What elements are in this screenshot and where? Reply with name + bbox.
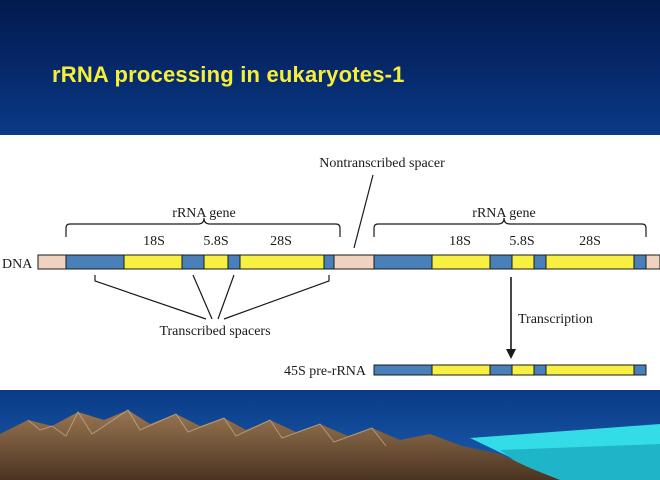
transcription-arrow-head <box>506 349 516 359</box>
transcribed-spacer-segment <box>227 254 241 270</box>
label-5-8s-right: 5.8S <box>509 234 534 249</box>
transcribed-spacer-segment <box>323 254 335 270</box>
label-28s-right: 28S <box>579 234 601 249</box>
dna-label: DNA <box>2 257 33 272</box>
rrna-gene-label-left: rRNA gene <box>172 206 235 221</box>
pointer-line <box>94 275 207 320</box>
nontranscribed-spacer-segment <box>645 254 660 270</box>
transcribed-spacer-segment <box>533 254 547 270</box>
diagram-panel: Nontranscribed spacer rRNA gene rRNA gen… <box>0 135 660 393</box>
transcribed-spacer-segment <box>633 254 647 270</box>
label-5-8s-left: 5.8S <box>203 234 228 249</box>
18s-segment <box>431 364 491 376</box>
nontranscribed-spacer-segment <box>333 254 375 270</box>
dna-strand <box>37 254 660 270</box>
nontranscribed-spacer-pointer <box>353 174 374 249</box>
label-18s-left: 18S <box>143 234 165 249</box>
nontranscribed-spacer-segment <box>37 254 67 270</box>
transcribed-spacer-segment <box>533 364 547 376</box>
pointer-line <box>223 275 330 320</box>
pre-rrna-label: 45S pre-rRNA <box>284 364 367 379</box>
pointer-line <box>192 274 213 320</box>
28s-segment <box>545 364 635 376</box>
transcribed-spacer-segment <box>489 254 513 270</box>
title-band: rRNA processing in eukaryotes-1 <box>0 0 660 135</box>
transcribed-spacer-segment <box>633 364 647 376</box>
transcribed-spacer-segment <box>65 254 125 270</box>
28s-segment <box>239 254 325 270</box>
transcribed-spacer-segment <box>181 254 205 270</box>
label-18s-right: 18S <box>449 234 471 249</box>
transcribed-spacer-segment <box>489 364 513 376</box>
pointer-line <box>217 274 235 320</box>
rrna-gene-label-right: rRNA gene <box>472 206 535 221</box>
18s-segment <box>123 254 183 270</box>
5-8s-segment <box>203 254 229 270</box>
transcribed-spacers-label: Transcribed spacers <box>159 324 270 339</box>
5-8s-segment <box>511 254 535 270</box>
landscape-background <box>0 390 660 480</box>
transcribed-spacer-pointers <box>94 274 330 320</box>
slide-title: rRNA processing in eukaryotes-1 <box>52 62 405 87</box>
sea-shadow <box>500 444 660 480</box>
transcription-label: Transcription <box>518 312 593 327</box>
label-28s-left: 28S <box>270 234 292 249</box>
18s-segment <box>431 254 491 270</box>
mountains <box>0 410 560 480</box>
28s-segment <box>545 254 635 270</box>
nontranscribed-spacer-label: Nontranscribed spacer <box>319 156 445 171</box>
gene-brace-left <box>65 217 341 237</box>
pre-rrna-strand <box>373 364 647 376</box>
mountain-ridges <box>27 409 387 447</box>
5-8s-segment <box>511 364 535 376</box>
transcribed-spacer-segment <box>373 364 433 376</box>
rrna-gene-diagram: Nontranscribed spacer rRNA gene rRNA gen… <box>2 156 660 379</box>
gene-brace-right <box>373 217 647 237</box>
transcribed-spacer-segment <box>373 254 433 270</box>
